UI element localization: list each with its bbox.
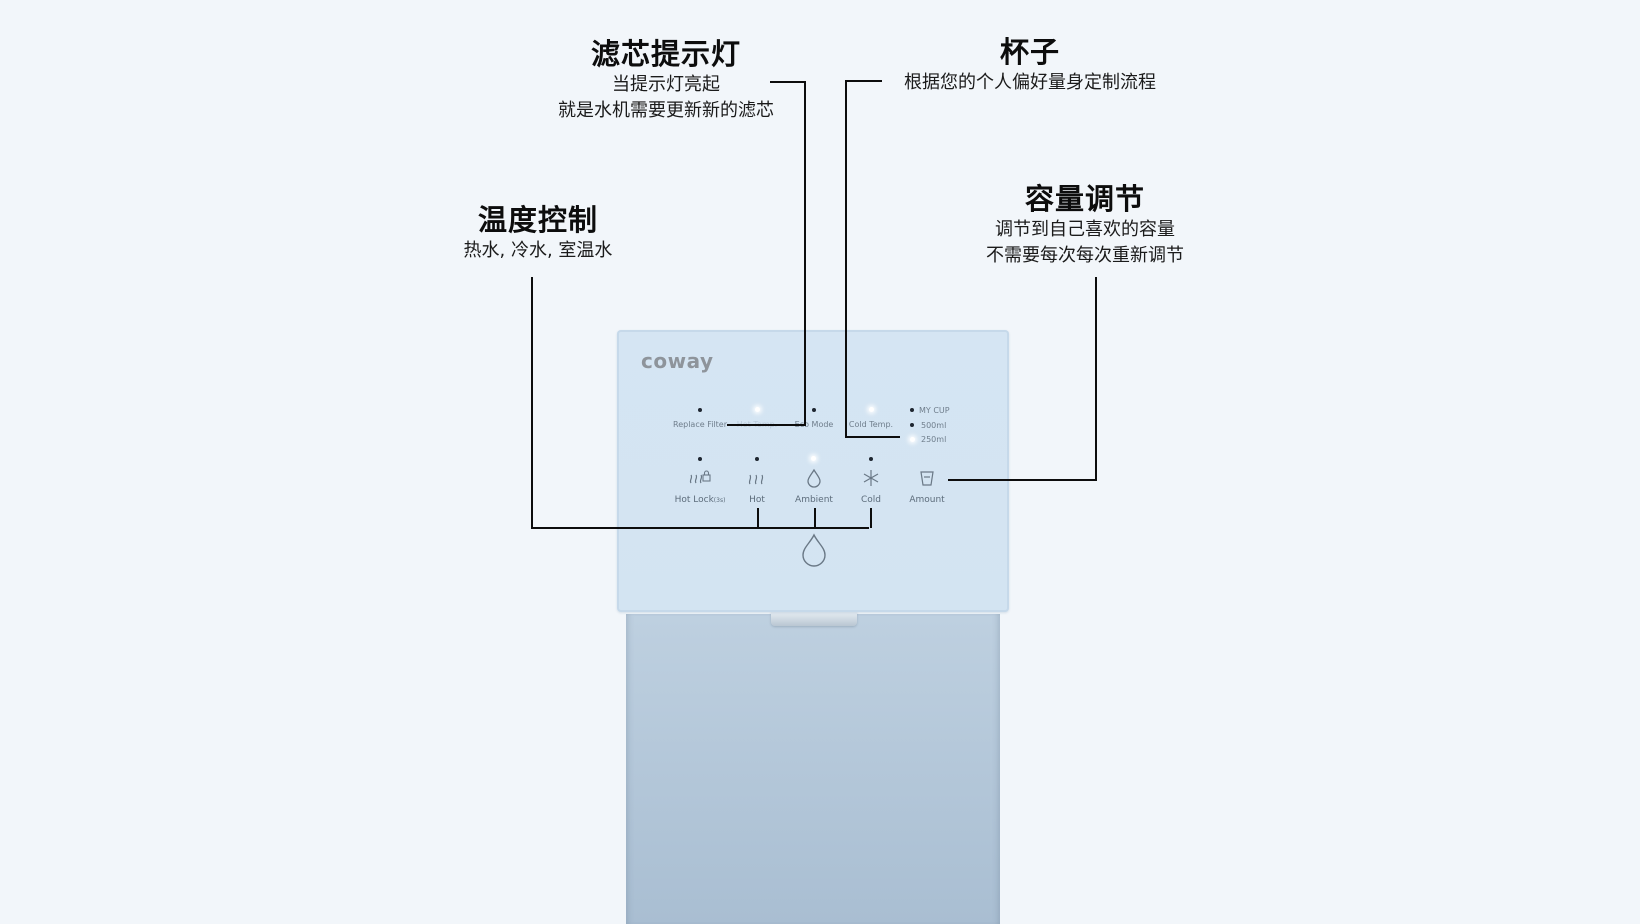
annotation-line: 根据您的个人偏好量身定制流程 <box>904 72 1156 93</box>
annotation-title: 容量调节 <box>1024 182 1145 216</box>
hot-lock-button[interactable]: Hot Lock(3s) <box>675 463 725 513</box>
hot-lock-icon <box>689 470 711 484</box>
cold-button[interactable]: Cold <box>846 463 896 513</box>
indicator-label: MY CUP <box>919 406 950 415</box>
indicator-led <box>910 437 915 442</box>
indicator-led <box>812 408 816 412</box>
indicator-label: Hot Temp. <box>736 420 778 429</box>
button-led-hot <box>755 457 759 461</box>
button-label: Hot Lock(3s) <box>675 495 726 505</box>
button-label-text: Hot Lock <box>674 495 714 505</box>
indicator-label: Cold Temp. <box>848 420 894 429</box>
button-label: Amount <box>909 495 945 505</box>
water-drop-icon <box>807 468 821 488</box>
annotation-line: 当提示灯亮起 <box>612 74 720 95</box>
filter-indicator-annotation: 滤芯提示灯 当提示灯亮起 就是水机需要更新新的滤芯 <box>526 36 806 124</box>
indicator-led <box>755 407 760 412</box>
indicator-led <box>910 408 914 412</box>
button-label: Ambient <box>795 495 833 505</box>
button-led-cold <box>869 457 873 461</box>
dispenser-nozzle <box>771 612 857 626</box>
indicator-led <box>869 407 874 412</box>
indicator-label: Eco Mode <box>794 420 834 429</box>
steam-icon <box>748 474 764 485</box>
brand-logo: coway <box>641 349 714 373</box>
annotation-line: 热水, 冷水, 室温水 <box>463 240 613 261</box>
indicator-label: 500ml <box>921 421 947 430</box>
indicator-led <box>698 408 702 412</box>
temperature-annotation: 温度控制 热水, 冷水, 室温水 <box>428 202 648 264</box>
capacity-annotation: 容量调节 调节到自己喜欢的容量 不需要每次每次重新调节 <box>958 181 1212 269</box>
annotation-line: 调节到自己喜欢的容量 <box>995 219 1175 240</box>
button-label: Hot <box>749 495 765 505</box>
dispense-button[interactable] <box>800 533 828 567</box>
indicator-label: 250ml <box>921 435 947 444</box>
indicator-label: Replace Filter <box>673 420 727 429</box>
button-led-ambient <box>811 456 816 461</box>
button-led-hot-lock <box>698 457 702 461</box>
button-label: Cold <box>860 495 882 505</box>
cup-annotation: 杯子 根据您的个人偏好量身定制流程 <box>880 34 1180 96</box>
annotation-title: 滤芯提示灯 <box>590 37 741 71</box>
cup-icon <box>920 471 934 486</box>
indicator-led <box>910 423 914 427</box>
water-drop-icon <box>802 533 826 567</box>
annotation-title: 杯子 <box>999 35 1060 69</box>
button-label-sub: (3s) <box>713 497 726 504</box>
amount-button[interactable]: Amount <box>902 463 952 513</box>
hot-button[interactable]: Hot <box>732 463 782 513</box>
snowflake-icon <box>863 470 879 486</box>
annotation-line: 不需要每次每次重新调节 <box>986 245 1184 266</box>
dispenser-body <box>626 614 1000 924</box>
annotation-title: 温度控制 <box>477 203 598 237</box>
annotation-line: 就是水机需要更新新的滤芯 <box>558 100 774 121</box>
ambient-button[interactable]: Ambient <box>789 463 839 513</box>
